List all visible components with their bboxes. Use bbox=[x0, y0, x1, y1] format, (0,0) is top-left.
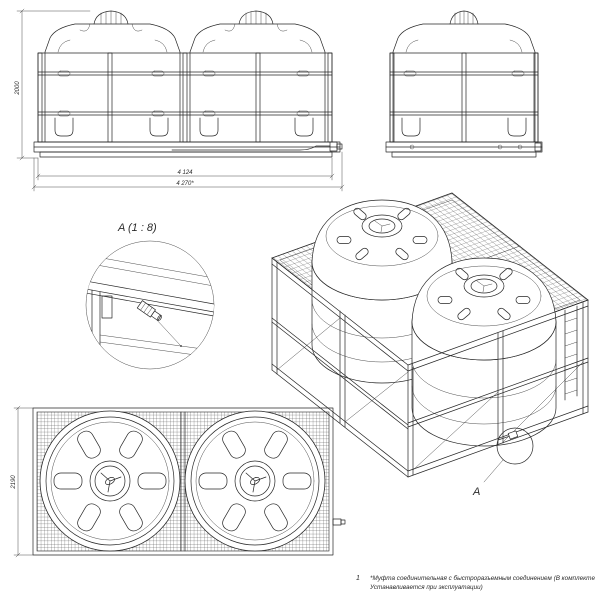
width-dimension-label: 4 124 bbox=[177, 170, 193, 176]
height-dimension-label: 2000 bbox=[15, 81, 21, 96]
overall-width-dimension-label: 4 270* bbox=[176, 181, 194, 187]
plan-tank-right bbox=[184, 410, 326, 552]
front-view-tank-right bbox=[189, 10, 326, 143]
front-view-frame bbox=[33, 52, 341, 158]
detail-callout-leader bbox=[483, 459, 504, 483]
detail-view-a bbox=[85, 240, 215, 370]
iso-frame bbox=[271, 257, 589, 478]
isometric-view: A bbox=[271, 192, 589, 498]
footnote-line-1: *Муфта соединительная с быстроразъемным … bbox=[370, 574, 595, 582]
side-view-frame bbox=[385, 52, 543, 158]
iso-tank-front bbox=[411, 257, 557, 447]
plan-view-dimension bbox=[13, 405, 34, 558]
detail-coupling-fitting bbox=[136, 300, 162, 321]
detail-callout-label: A bbox=[472, 486, 480, 498]
plan-outlet-fitting bbox=[332, 518, 346, 526]
detail-callout-circle bbox=[496, 427, 534, 465]
iso-ladder bbox=[564, 305, 578, 401]
front-view-outlet-pipe bbox=[171, 141, 343, 152]
footnote: 1 *Муфта соединительная с быстроразъемны… bbox=[356, 574, 595, 591]
front-view-dimensions bbox=[16, 8, 345, 192]
front-view bbox=[33, 10, 343, 158]
plan-view bbox=[32, 407, 346, 556]
footnote-position-number: 1 bbox=[356, 575, 360, 582]
depth-dimension-label: 2190 bbox=[11, 475, 17, 490]
front-view-tank-left bbox=[44, 10, 181, 143]
detail-view-title: A (1 : 8) bbox=[117, 222, 157, 234]
side-view bbox=[385, 10, 543, 158]
plan-tank-left bbox=[39, 410, 181, 552]
detail-leader-line bbox=[155, 318, 181, 346]
side-view-tank bbox=[392, 10, 536, 143]
iso-outlet-fitting bbox=[497, 430, 519, 441]
plan-frame-outer bbox=[32, 407, 334, 556]
footnote-line-2: Устанавливается при эксплуатации) bbox=[369, 584, 483, 591]
detail-leader-dot bbox=[180, 345, 182, 347]
